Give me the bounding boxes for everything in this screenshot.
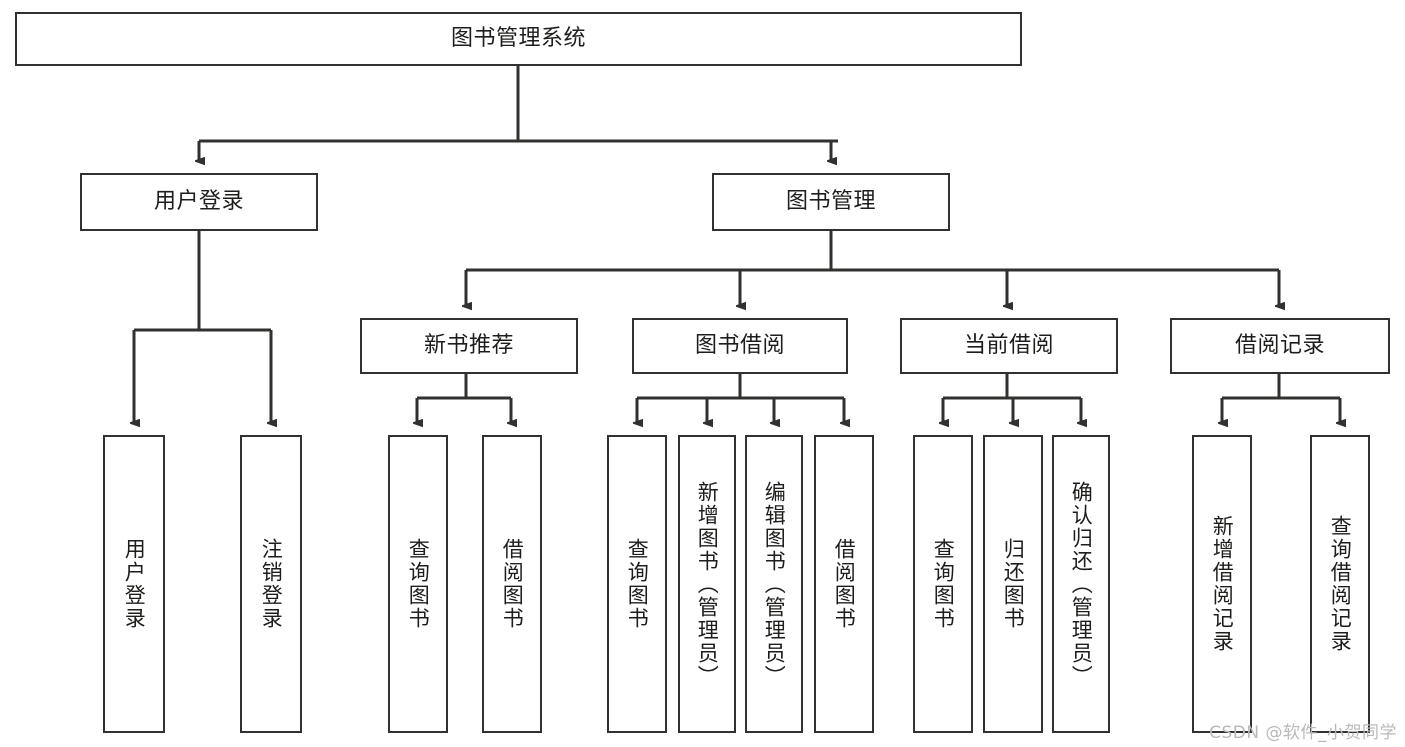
- node-user-login-action[interactable]: 用户登录: [103, 435, 165, 733]
- node-label: 当前借阅: [963, 333, 1054, 359]
- edge-group-book-borrow: [637, 374, 844, 423]
- edge-group-new-book-recommend: [417, 374, 511, 423]
- node-edit-book-admin[interactable]: 编辑图书（管理员）: [745, 435, 803, 733]
- node-add-borrow-record[interactable]: 新增借阅记录: [1192, 435, 1252, 733]
- node-label: 编辑图书（管理员）: [762, 480, 787, 688]
- node-label: 借阅记录: [1234, 333, 1325, 359]
- node-book-manage[interactable]: 图书管理: [712, 173, 950, 231]
- node-label: 查询借阅记录: [1328, 515, 1353, 653]
- node-label: 图书管理系统: [450, 26, 586, 52]
- node-label: 确认归还（管理员）: [1069, 480, 1094, 688]
- node-label: 新增借阅记录: [1210, 515, 1235, 653]
- node-label: 查询图书: [625, 538, 650, 630]
- edge-group-book-manage: [466, 231, 1279, 306]
- node-query-book-2[interactable]: 查询图书: [607, 435, 667, 733]
- edge-group-borrow-record: [1222, 374, 1340, 423]
- node-query-book-3[interactable]: 查询图书: [913, 435, 973, 733]
- node-user-login[interactable]: 用户登录: [80, 173, 318, 231]
- edge-group-current-borrow: [943, 374, 1081, 423]
- node-label: 查询图书: [406, 538, 431, 630]
- node-new-book-recommend[interactable]: 新书推荐: [360, 318, 578, 374]
- node-confirm-return-admin[interactable]: 确认归还（管理员）: [1052, 435, 1110, 733]
- node-query-book-1[interactable]: 查询图书: [388, 435, 448, 733]
- node-label: 图书管理: [785, 189, 876, 215]
- node-label: 新增图书（管理员）: [695, 480, 720, 688]
- node-query-borrow-record[interactable]: 查询借阅记录: [1310, 435, 1370, 733]
- node-return-book[interactable]: 归还图书: [983, 435, 1043, 733]
- node-current-borrow[interactable]: 当前借阅: [900, 318, 1118, 374]
- node-label: 借阅图书: [832, 538, 857, 630]
- node-label: 图书借阅: [694, 333, 785, 359]
- edge-group-root: [199, 66, 838, 161]
- node-label: 查询图书: [931, 538, 956, 630]
- node-label: 归还图书: [1001, 538, 1026, 630]
- node-label: 用户登录: [153, 189, 244, 215]
- edge-group-user-login: [134, 231, 271, 423]
- node-label: 借阅图书: [500, 538, 525, 630]
- node-borrow-book-1[interactable]: 借阅图书: [482, 435, 542, 733]
- node-book-borrow[interactable]: 图书借阅: [632, 318, 848, 374]
- node-label: 用户登录: [122, 538, 147, 630]
- node-label: 注销登录: [259, 538, 284, 630]
- node-user-logout-action[interactable]: 注销登录: [240, 435, 302, 733]
- node-add-book-admin[interactable]: 新增图书（管理员）: [678, 435, 736, 733]
- node-root-system[interactable]: 图书管理系统: [15, 12, 1022, 66]
- node-borrow-record[interactable]: 借阅记录: [1170, 318, 1390, 374]
- node-label: 新书推荐: [423, 333, 514, 359]
- node-borrow-book-2[interactable]: 借阅图书: [814, 435, 874, 733]
